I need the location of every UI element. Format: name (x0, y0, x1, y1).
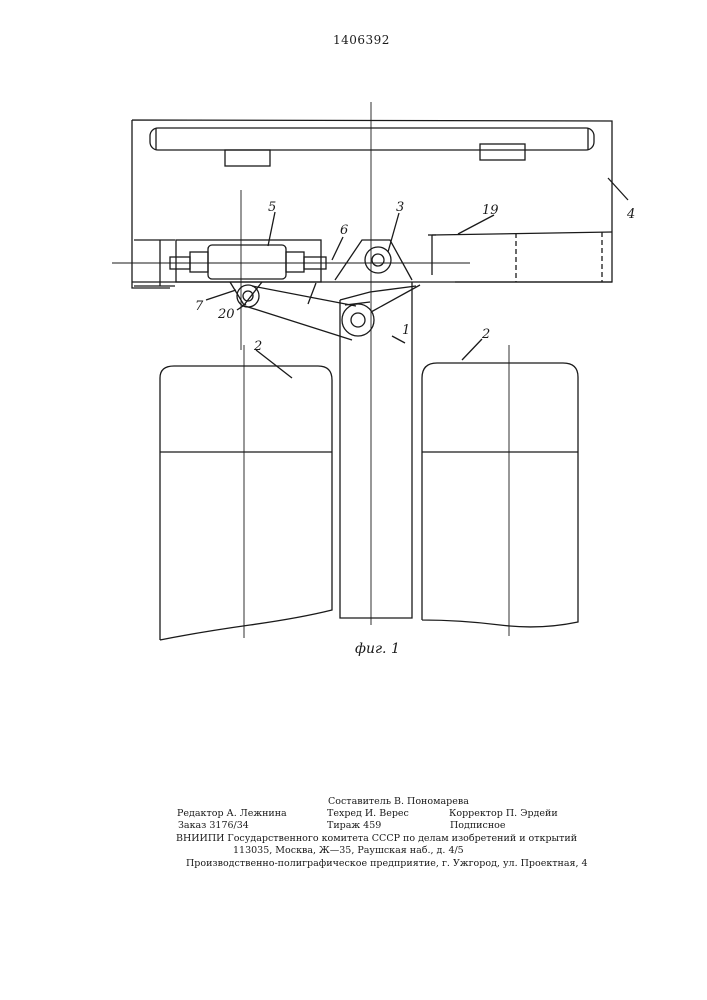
label-4: 4 (626, 207, 635, 222)
label-2-left: 2 (253, 339, 262, 354)
pivot-3 (365, 247, 391, 273)
block-left (225, 150, 270, 166)
circulation: Тираж 459 (327, 820, 381, 832)
pin-20 (237, 285, 259, 307)
label-19: 19 (482, 203, 499, 218)
order: Заказ 3176/34 (178, 820, 249, 832)
top-bar (150, 128, 594, 150)
label-3: 3 (396, 200, 404, 215)
printer: Производственно-полиграфическое предприя… (186, 858, 588, 870)
corrector: Корректор П. Эрдейи (449, 808, 558, 820)
label-1: 1 (402, 323, 410, 338)
cylinder-5 (208, 245, 286, 279)
figure-caption: фиг. 1 (355, 641, 400, 657)
block-right (480, 144, 525, 160)
label-20: 20 (217, 307, 235, 322)
pivot-lower (342, 304, 374, 336)
compiler: Составитель В. Пономарева (328, 796, 469, 808)
techred: Техред И. Верес (327, 808, 409, 820)
label-2-right: 2 (481, 327, 490, 342)
tyre-2-left (160, 366, 332, 640)
subscription: Подписное (450, 820, 506, 832)
institute: ВНИИПИ Государственного комитета СССР по… (176, 833, 577, 845)
post-1 (340, 322, 412, 618)
bracket-3 (335, 240, 412, 280)
editor: Редактор А. Лежнина (177, 808, 287, 820)
tyre-2-right (422, 363, 578, 627)
address: 113035, Москва, Ж—35, Раушская наб., д. … (233, 845, 464, 857)
label-6: 6 (340, 223, 348, 238)
label-7: 7 (195, 299, 204, 314)
cylinder-bracket (176, 240, 321, 282)
label-5: 5 (268, 200, 276, 215)
